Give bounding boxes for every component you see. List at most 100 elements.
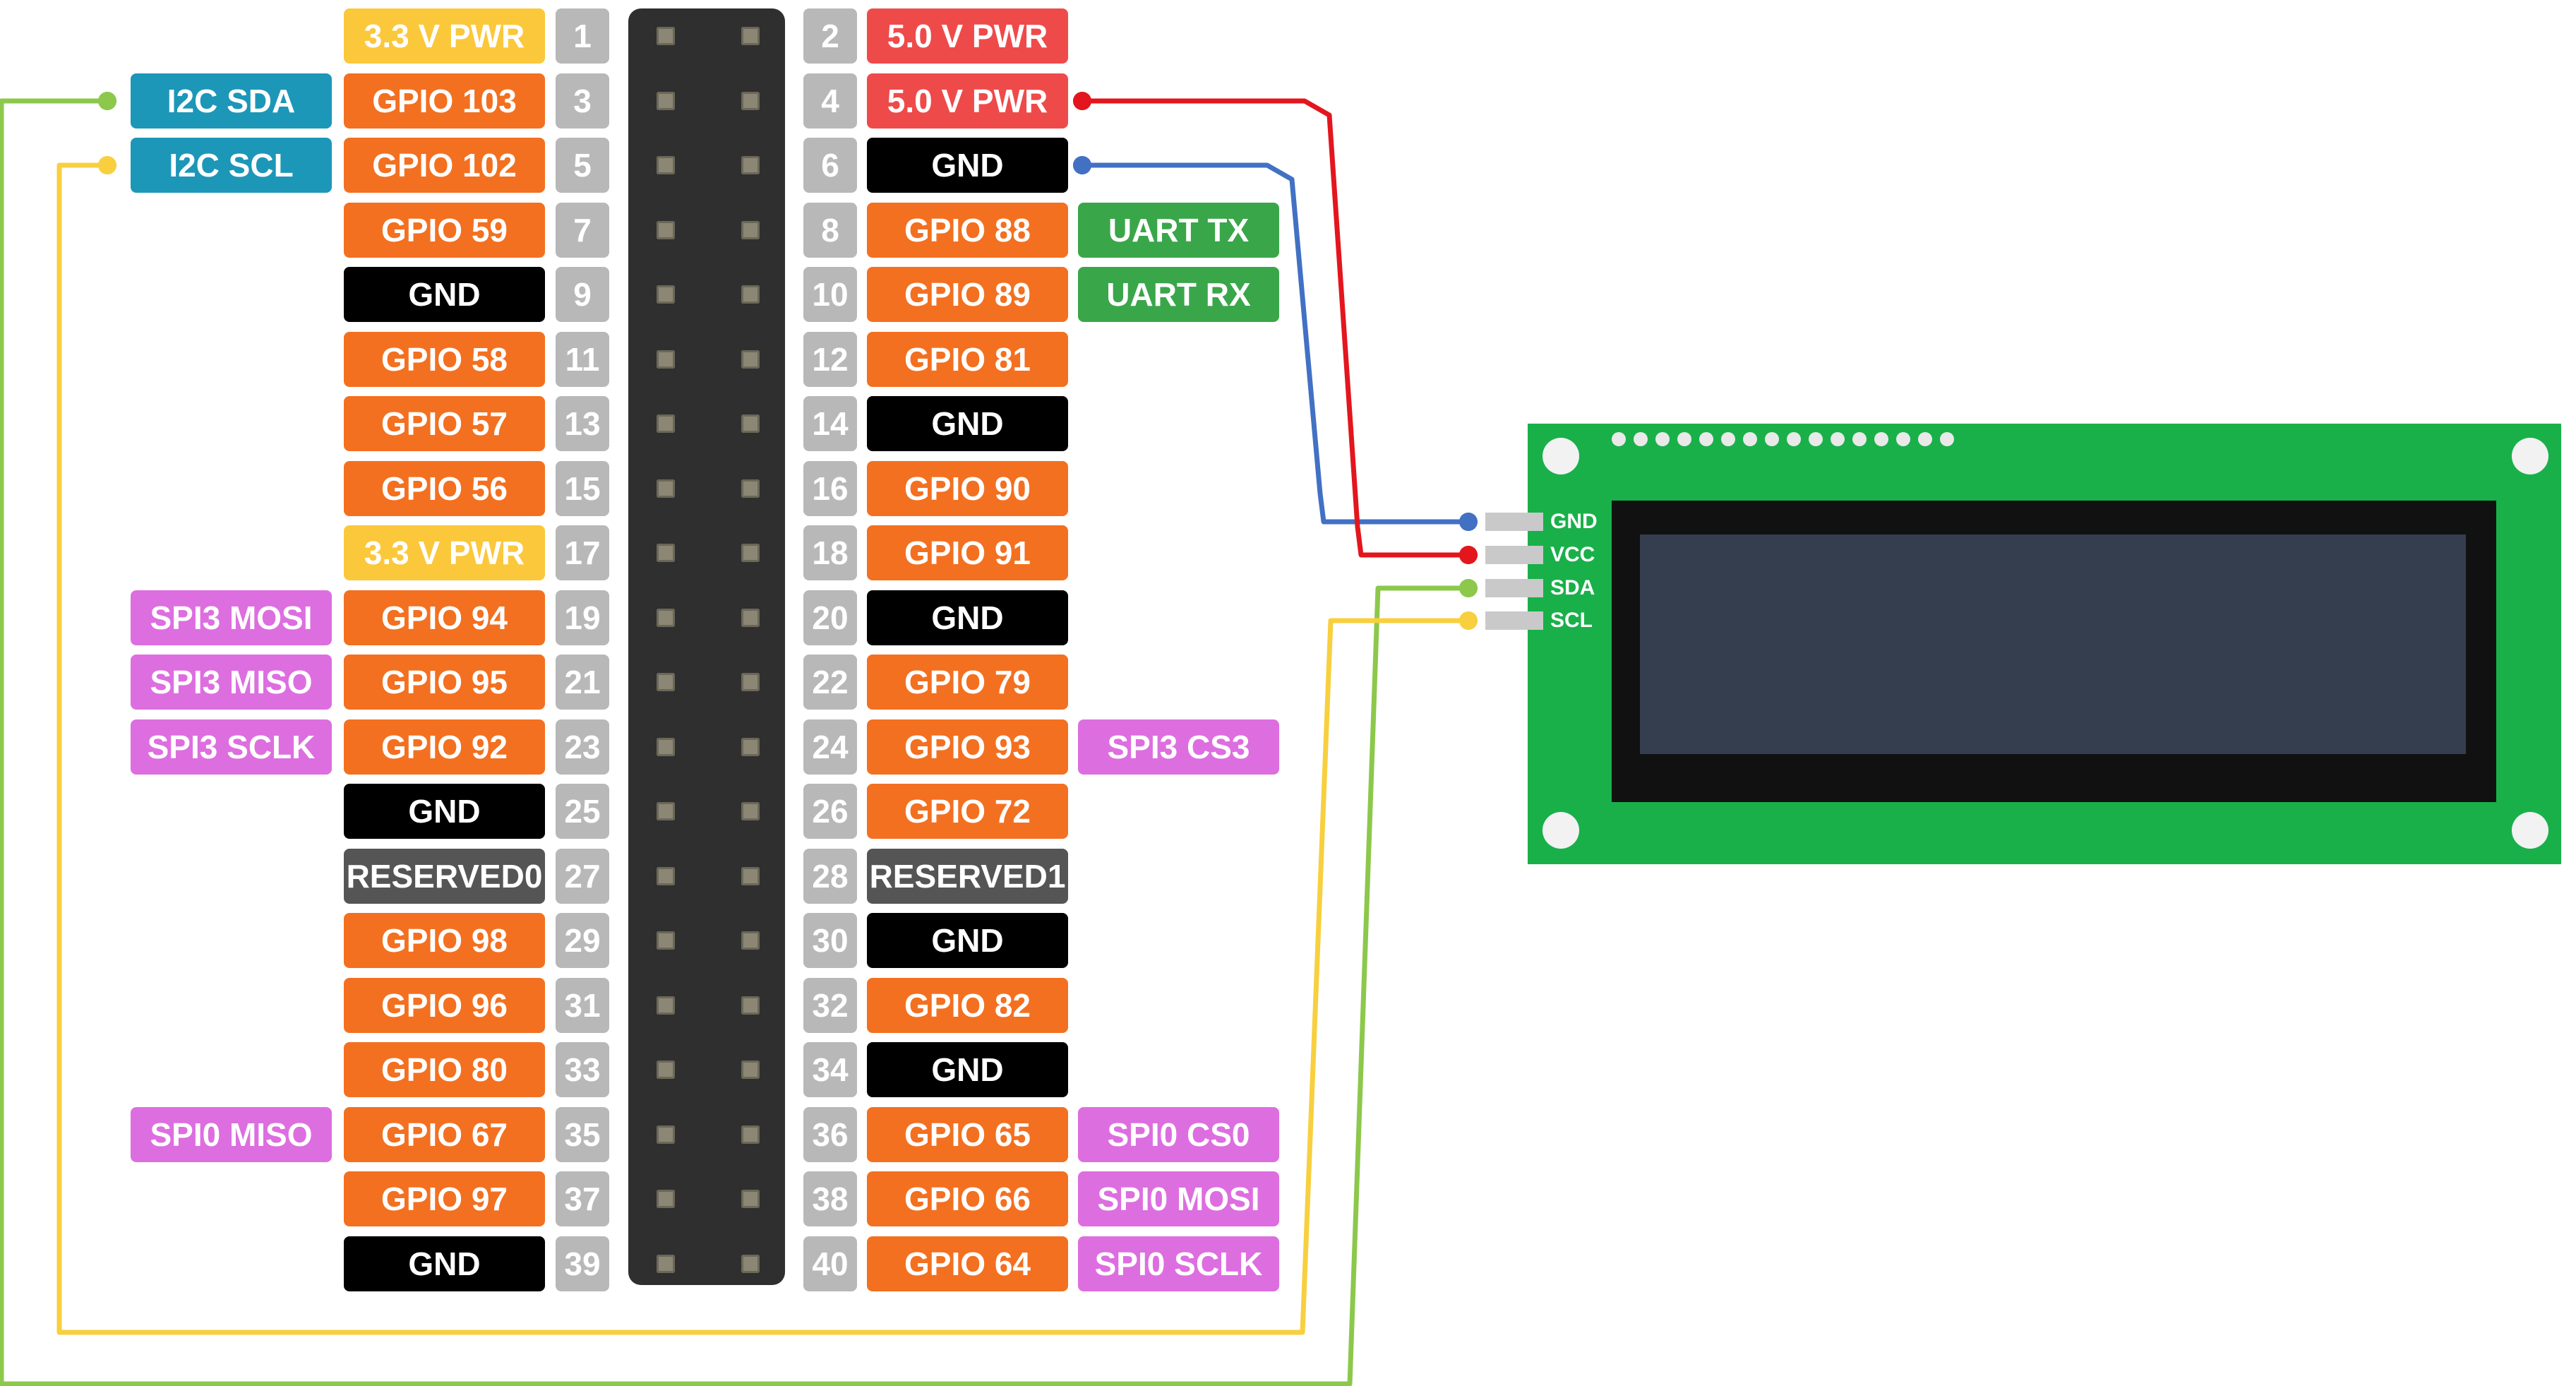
pin-label-32: GPIO 82 [867,978,1068,1033]
lcd-pin-label-sda: SDA [1550,576,1595,599]
pin-number-1: 1 [556,8,609,64]
pin-number-37: 37 [556,1171,609,1226]
pin-number-40: 40 [803,1236,857,1291]
pin-number-31: 31 [556,978,609,1033]
pin-number-21: 21 [556,655,609,710]
lcd-pad [1852,432,1867,446]
pin-number-10: 10 [803,267,857,322]
pin-label-24: GPIO 93 [867,719,1068,775]
pin-label-11: GPIO 58 [344,332,545,387]
function-label-pin-23: SPI3 SCLK [131,719,332,775]
header-pin-36 [741,1125,760,1144]
header-pin-32 [741,996,760,1015]
pin-label-3: GPIO 103 [344,73,545,129]
pin-label-21: GPIO 95 [344,655,545,710]
wire-endpoint [98,156,116,174]
header-pin-4 [741,92,760,110]
header-pin-40 [741,1255,760,1273]
wire-endpoint [1073,92,1091,110]
pin-number-20: 20 [803,590,857,645]
pin-number-3: 3 [556,73,609,129]
pin-number-7: 7 [556,203,609,258]
pin-number-28: 28 [803,849,857,904]
pin-label-13: GPIO 57 [344,396,545,451]
wire-endpoint [1459,611,1478,630]
pin-number-4: 4 [803,73,857,129]
pin-number-12: 12 [803,332,857,387]
pin-label-34: GND [867,1042,1068,1097]
lcd-pin-label-vcc: VCC [1550,543,1595,566]
wire-endpoint [1459,546,1478,564]
pin-label-15: GPIO 56 [344,461,545,516]
pin-number-29: 29 [556,913,609,968]
function-label-pin-8: UART TX [1078,203,1279,258]
wire-endpoint [1459,579,1478,597]
header-pin-30 [741,931,760,950]
pin-number-38: 38 [803,1171,857,1226]
lcd-header-pin [1485,611,1543,630]
header-pin-10 [741,285,760,304]
pin-label-37: GPIO 97 [344,1171,545,1226]
function-label-pin-5: I2C SCL [131,138,332,193]
mounting-hole [2512,812,2548,849]
header-pin-23 [657,738,675,756]
pin-number-15: 15 [556,461,609,516]
function-label-pin-35: SPI0 MISO [131,1107,332,1162]
wire-endpoint [1073,156,1091,174]
pin-number-35: 35 [556,1107,609,1162]
header-pin-6 [741,156,760,174]
wire-endpoint [1459,513,1478,531]
pin-number-13: 13 [556,396,609,451]
pin-number-14: 14 [803,396,857,451]
pin-label-31: GPIO 96 [344,978,545,1033]
header-pin-18 [741,544,760,562]
lcd-pad [1831,432,1845,446]
pin-label-20: GND [867,590,1068,645]
lcd-pad [1896,432,1910,446]
pin-label-18: GPIO 91 [867,525,1068,580]
lcd-header-pin [1485,513,1543,531]
pin-number-30: 30 [803,913,857,968]
lcd-pad [1787,432,1801,446]
pin-label-9: GND [344,267,545,322]
header-pin-29 [657,931,675,950]
function-label-pin-21: SPI3 MISO [131,655,332,710]
header-pin-14 [741,414,760,433]
pin-label-6: GND [867,138,1068,193]
lcd-pin-label-scl: SCL [1550,609,1593,632]
pin-number-24: 24 [803,719,857,775]
pin-label-17: 3.3 V PWR [344,525,545,580]
pin-label-1: 3.3 V PWR [344,8,545,64]
pin-number-39: 39 [556,1236,609,1291]
pin-number-36: 36 [803,1107,857,1162]
header-pin-24 [741,738,760,756]
pin-number-17: 17 [556,525,609,580]
function-label-pin-40: SPI0 SCLK [1078,1236,1279,1291]
pin-label-2: 5.0 V PWR [867,8,1068,64]
lcd-pad [1940,432,1954,446]
header-pin-2 [741,27,760,45]
pin-label-4: 5.0 V PWR [867,73,1068,129]
pin-number-6: 6 [803,138,857,193]
function-label-pin-19: SPI3 MOSI [131,590,332,645]
pin-header [628,8,785,1285]
pin-label-33: GPIO 80 [344,1042,545,1097]
lcd-pad [1743,432,1757,446]
header-pin-3 [657,92,675,110]
mounting-hole [1542,438,1579,474]
wire-pin-4-to-vcc [1082,98,1468,558]
wire-pin-3-to-sda [0,98,1468,1386]
function-label-pin-36: SPI0 CS0 [1078,1107,1279,1162]
pin-label-5: GPIO 102 [344,138,545,193]
pin-number-34: 34 [803,1042,857,1097]
header-pin-7 [657,221,675,239]
header-pin-9 [657,285,675,304]
header-pin-31 [657,996,675,1015]
header-pin-39 [657,1255,675,1273]
pin-label-22: GPIO 79 [867,655,1068,710]
pin-label-8: GPIO 88 [867,203,1068,258]
header-pin-22 [741,673,760,691]
pin-number-2: 2 [803,8,857,64]
header-pin-5 [657,156,675,174]
lcd-pad [1809,432,1823,446]
